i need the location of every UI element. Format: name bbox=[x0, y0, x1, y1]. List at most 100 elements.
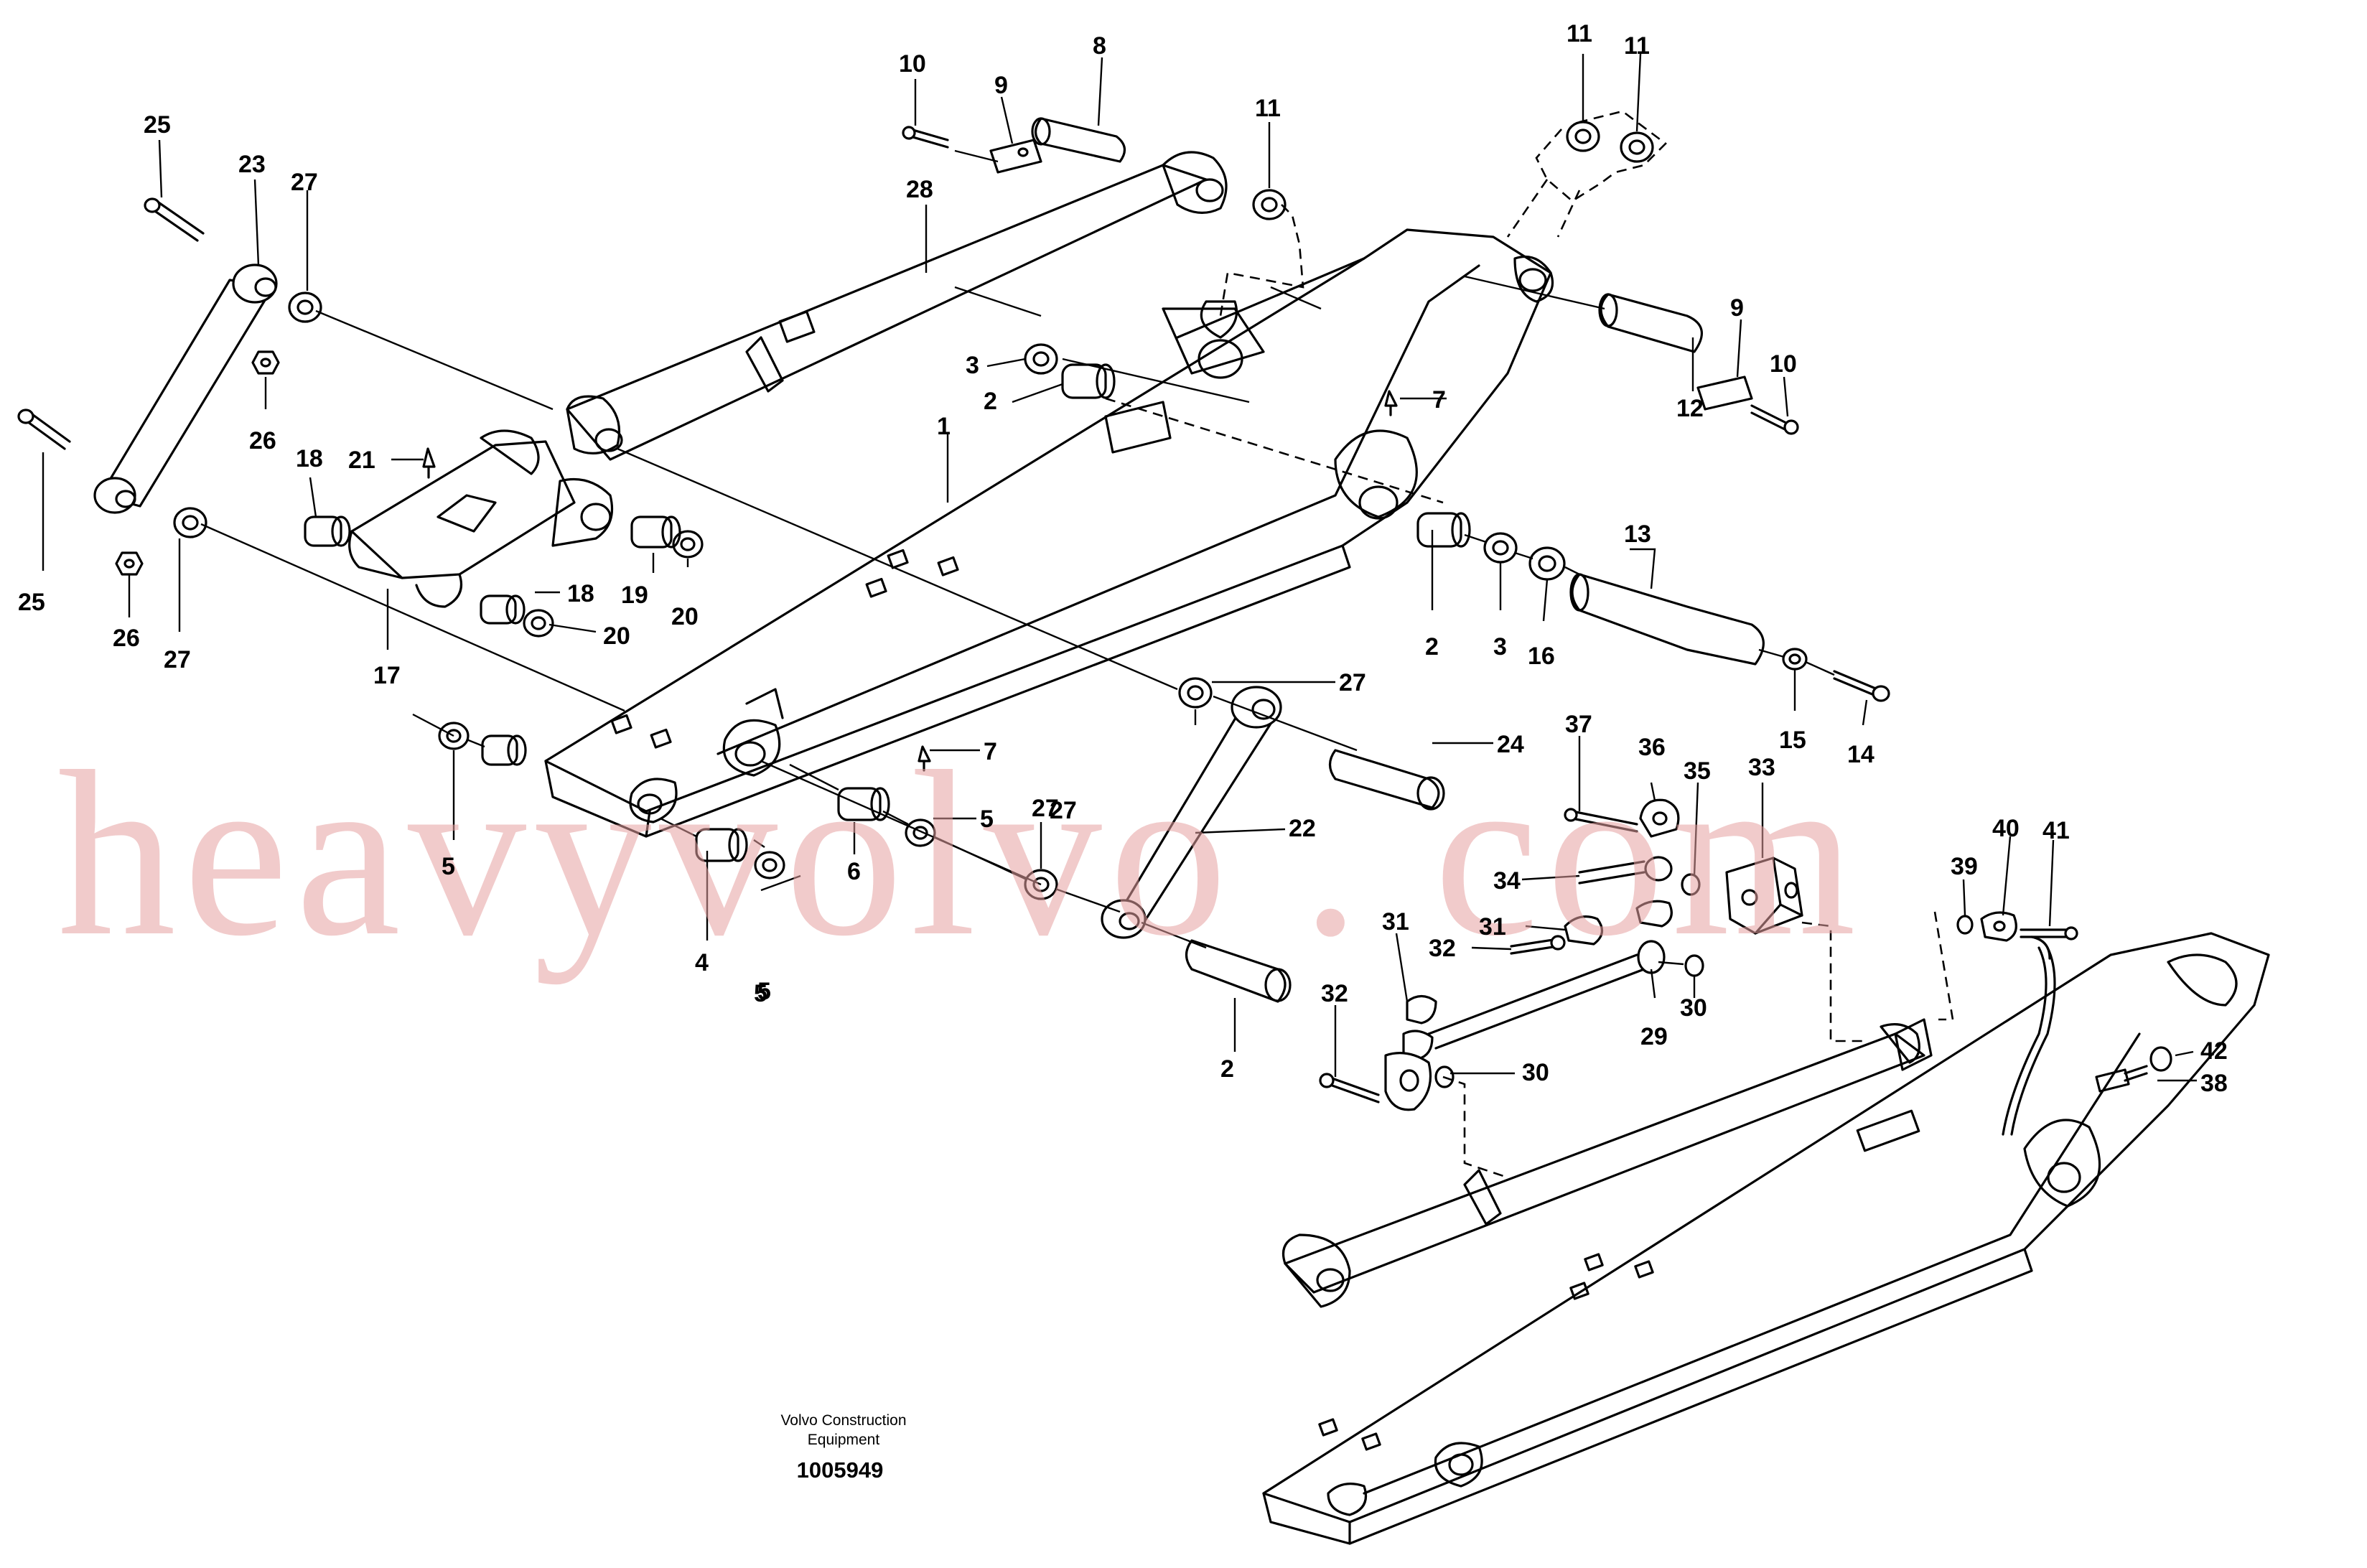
o-ring-35 bbox=[1681, 873, 1701, 896]
washer-27-c bbox=[1178, 677, 1213, 709]
bolt-14 bbox=[1833, 670, 1890, 702]
callout-20-b: 20 bbox=[603, 622, 630, 650]
callout-40: 40 bbox=[1992, 815, 2020, 842]
yoke-17 bbox=[348, 429, 614, 608]
hose-34 bbox=[1578, 856, 1673, 885]
clamp-31-right-b bbox=[1635, 900, 1673, 928]
o-ring-39 bbox=[1956, 915, 1974, 935]
callout-33: 33 bbox=[1748, 754, 1775, 781]
callout-23: 23 bbox=[238, 151, 266, 178]
clamp-31-right bbox=[1564, 915, 1603, 946]
callout-38: 38 bbox=[2200, 1070, 2228, 1097]
callout-31-b: 31 bbox=[1479, 913, 1506, 941]
cylinder-upper bbox=[566, 151, 1228, 461]
callout-27-b: 27 bbox=[164, 646, 191, 673]
hose-curve bbox=[2002, 946, 2056, 1136]
washer-11-a bbox=[1252, 189, 1287, 220]
bushing-2-right bbox=[1416, 512, 1471, 548]
callout-24: 24 bbox=[1497, 731, 1524, 758]
bushing-18-a bbox=[304, 515, 351, 547]
lock-plate-9-right bbox=[1696, 375, 1753, 411]
callout-17: 17 bbox=[373, 662, 401, 689]
callout-13: 13 bbox=[1624, 521, 1651, 548]
callout-22: 22 bbox=[1289, 815, 1316, 842]
callout-37: 37 bbox=[1565, 711, 1592, 738]
pin-bottom bbox=[1185, 939, 1292, 1003]
callout-9-right: 9 bbox=[1730, 294, 1744, 322]
footer-company-line1: Volvo Construction bbox=[780, 1412, 906, 1429]
secondary-boom bbox=[1262, 932, 2270, 1545]
callout-42: 42 bbox=[2200, 1037, 2228, 1065]
elbow-fitting bbox=[2030, 935, 2051, 960]
callout-36: 36 bbox=[1638, 734, 1666, 761]
callout-15: 15 bbox=[1779, 727, 1806, 754]
tube-29 bbox=[1427, 940, 1666, 1050]
callout-1: 1 bbox=[937, 413, 951, 440]
callout-27-d: 27 bbox=[1050, 797, 1077, 824]
callout-28: 28 bbox=[906, 176, 933, 203]
washer-27-a bbox=[288, 291, 322, 323]
callout-3-upper: 3 bbox=[966, 352, 979, 379]
flange-left bbox=[1384, 1052, 1432, 1111]
callout-9-upper: 9 bbox=[994, 72, 1008, 99]
callout-34: 34 bbox=[1493, 867, 1521, 895]
callout-30-a: 30 bbox=[1680, 994, 1707, 1022]
callout-20-a: 20 bbox=[671, 603, 699, 630]
callout-32-b: 32 bbox=[1321, 980, 1348, 1007]
o-ring-42 bbox=[2149, 1046, 2172, 1072]
callout-2-upper: 2 bbox=[984, 388, 997, 415]
callout-26-upper: 26 bbox=[249, 427, 276, 454]
callout-7-upper: 7 bbox=[1432, 386, 1446, 414]
pin-12 bbox=[1598, 293, 1703, 353]
drawing-number: 1005949 bbox=[797, 1457, 884, 1483]
bolt-41 bbox=[2020, 926, 2078, 941]
callout-16: 16 bbox=[1528, 643, 1555, 670]
o-ring-30-lower bbox=[1434, 1065, 1455, 1088]
footer-company-line2: Equipment bbox=[808, 1432, 880, 1448]
block-33 bbox=[1725, 857, 1803, 935]
grease-nipple-7-lower bbox=[918, 745, 931, 772]
callout-27-e: 27 bbox=[1032, 795, 1059, 822]
callout-12: 12 bbox=[1676, 395, 1704, 422]
callout-35: 35 bbox=[1684, 757, 1711, 785]
callout-26-lower: 26 bbox=[113, 625, 140, 652]
callout-18-b: 18 bbox=[567, 580, 594, 607]
bushing-19 bbox=[630, 515, 681, 549]
callout-5-c: 5 bbox=[757, 978, 771, 1005]
footer-block: Volvo Construction Equipment 1005949 bbox=[780, 1412, 906, 1483]
washer-5-d bbox=[905, 818, 936, 847]
link-left bbox=[93, 263, 278, 514]
callout-7-lower: 7 bbox=[984, 738, 997, 765]
callout-19: 19 bbox=[621, 582, 648, 609]
watermark-text: heavyvolvo . com bbox=[57, 723, 1863, 985]
callout-2-lower: 2 bbox=[1220, 1055, 1234, 1083]
washer-5-c bbox=[754, 851, 785, 879]
pin-8 bbox=[1031, 117, 1126, 163]
callout-18-a: 18 bbox=[296, 445, 323, 472]
callout-11-c: 11 bbox=[1624, 32, 1650, 60]
clamp-36 bbox=[1639, 798, 1680, 838]
callout-25-upper: 25 bbox=[144, 111, 171, 139]
callout-10-upper: 10 bbox=[899, 50, 926, 78]
callout-3-right: 3 bbox=[1493, 633, 1507, 661]
callout-leaders bbox=[42, 53, 2197, 1082]
dashed-lines bbox=[1105, 110, 1954, 1179]
pin-13 bbox=[1569, 573, 1765, 666]
callout-4: 4 bbox=[695, 949, 709, 976]
callout-labels: 10 9 8 11 11 11 25 23 27 28 3 2 7 1 9 10… bbox=[18, 20, 2228, 1097]
nut-26-lower bbox=[115, 551, 144, 576]
bushing-5-b bbox=[481, 734, 527, 766]
grease-nipple-21 bbox=[422, 447, 436, 479]
assembly-lines bbox=[200, 149, 1835, 966]
bolt-10-right bbox=[1750, 404, 1799, 435]
washer-15 bbox=[1782, 648, 1808, 671]
bolt-25-lower bbox=[17, 409, 71, 450]
bolt-10-upper bbox=[902, 126, 949, 149]
washer-3-upper bbox=[1024, 343, 1058, 375]
callout-8: 8 bbox=[1093, 32, 1106, 60]
callout-27-c: 27 bbox=[1339, 669, 1366, 696]
callout-41: 41 bbox=[2042, 817, 2070, 844]
washer-27-d bbox=[1024, 869, 1058, 900]
